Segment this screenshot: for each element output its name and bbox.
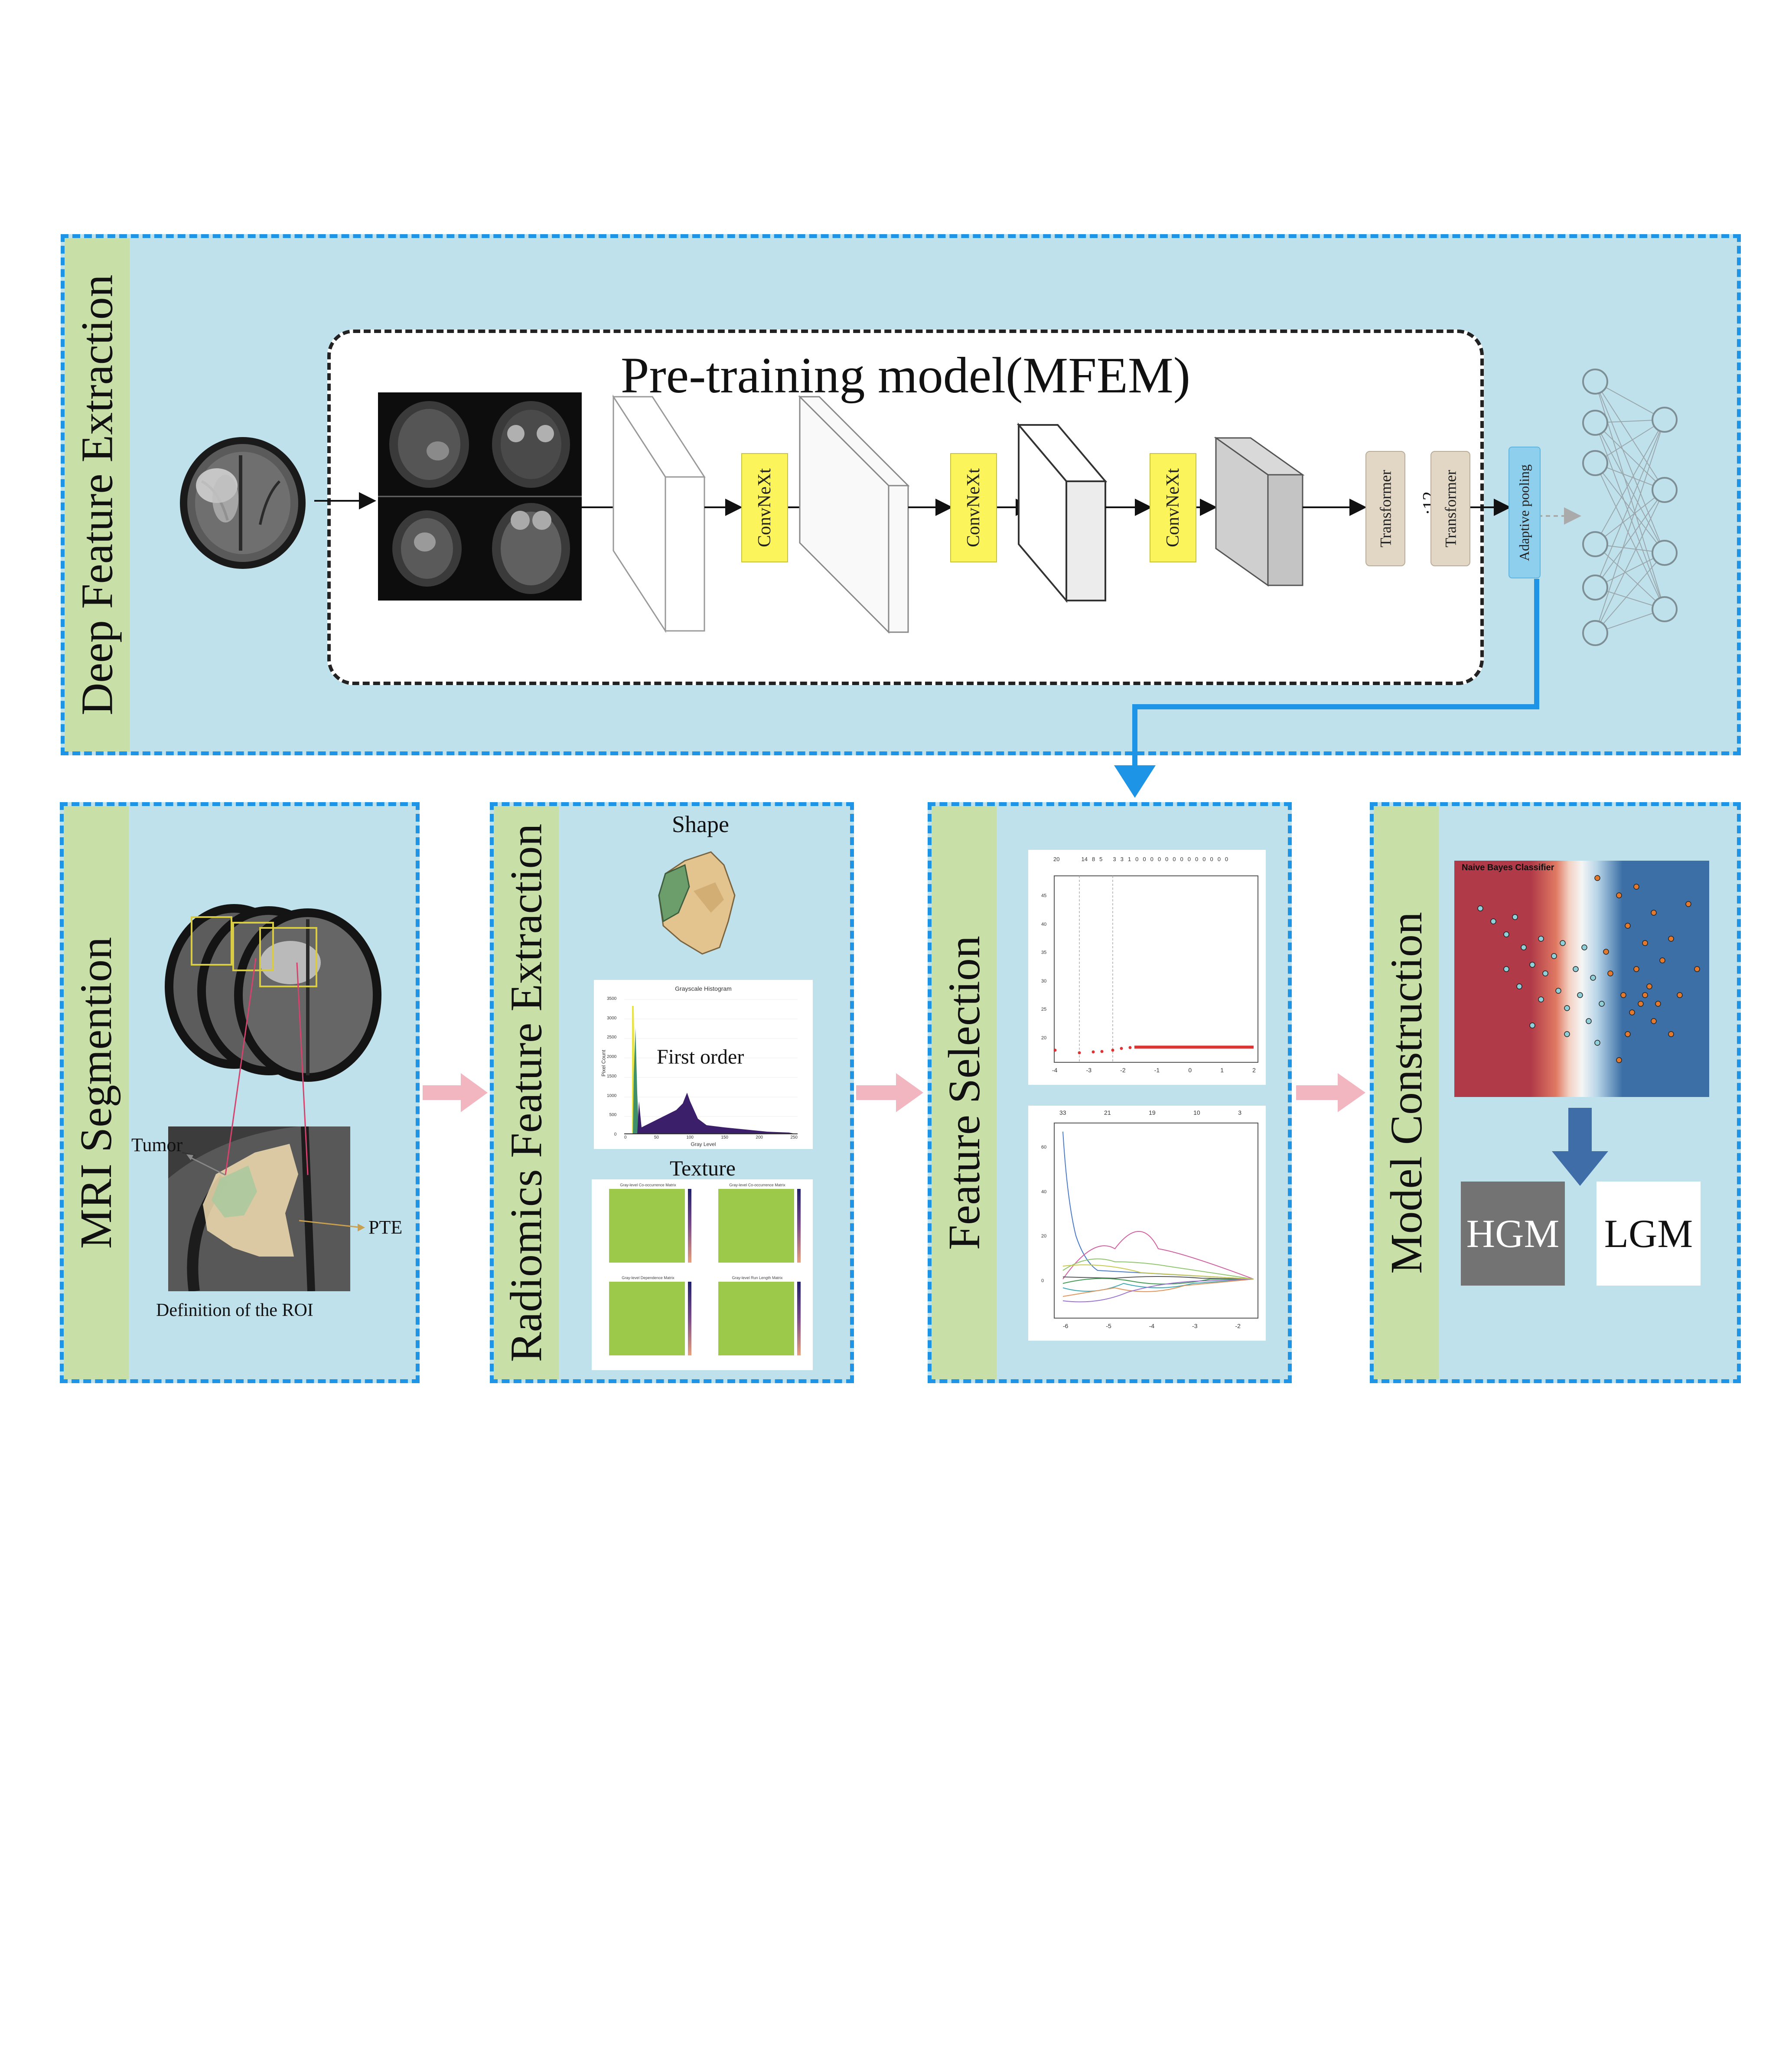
- feature-selection-sidebar: Feature Selection: [932, 806, 997, 1379]
- flow-arrow-2: [856, 1073, 923, 1112]
- shape-label: Shape: [672, 811, 729, 837]
- neural-network-icon: [1582, 369, 1678, 646]
- shape-3d-rendering: [658, 851, 736, 955]
- histogram-yticks: 3500 3000 2500 2000 1500 1000 500 0: [607, 996, 616, 1137]
- coefficient-paths: [1062, 1131, 1254, 1303]
- histogram-ytick: 3500: [607, 996, 617, 1001]
- deep-feature-sidebar: Deep Feature Extraction: [65, 238, 130, 751]
- flow-arrow-1: [423, 1073, 488, 1112]
- lgm-label: LGM: [1604, 1211, 1693, 1256]
- texture-matrix-title: Gray-level Co-occurrence Matrix: [729, 1183, 785, 1187]
- texture-label: Texture: [670, 1156, 736, 1180]
- naive-bayes-title: Naive Bayes Classifier: [1462, 863, 1554, 872]
- mri-segmentation-sidebar: MRI Segmention: [64, 806, 129, 1379]
- transformer-block-1: Transformer: [1365, 451, 1405, 566]
- texture-matrix-3: Gray-level Dependence Matrix: [596, 1276, 700, 1365]
- texture-matrix-2: Gray-level Co-occurrence Matrix: [705, 1183, 809, 1272]
- convnext-block-3: ConvNeXt: [1150, 453, 1196, 562]
- histogram-ytick: 2500: [607, 1035, 617, 1040]
- flow-arrow-3: [1296, 1073, 1365, 1112]
- down-arrow-to-classes: [1552, 1108, 1608, 1186]
- mfem-title: Pre-training model(MFEM): [620, 347, 1191, 404]
- convnext-block-2: ConvNeXt: [950, 453, 997, 562]
- histogram-ytick: 1500: [607, 1074, 617, 1079]
- histogram-ytick: 1000: [607, 1093, 617, 1098]
- texture-matrix-4: Gray-level Run Length Matrix: [705, 1276, 809, 1365]
- histogram-title: Grayscale Histogram: [675, 985, 732, 992]
- coef-path-xticks: -6-5 -4-3 -2: [1063, 1322, 1241, 1329]
- model-construction-title: Model Construction: [1381, 911, 1431, 1274]
- histogram-xtick: 200: [756, 1135, 763, 1140]
- brain-input-image: [180, 437, 306, 569]
- pte-label: PTE: [368, 1217, 403, 1238]
- convnext-label: ConvNeXt: [755, 468, 775, 547]
- tumor-label: Tumor: [131, 1134, 183, 1156]
- convnext-label: ConvNeXt: [964, 468, 984, 547]
- histogram-ytick: 0: [614, 1132, 617, 1137]
- radiomics-sidebar: Radiomics Feature Extraction: [494, 806, 559, 1379]
- texture-matrices: Gray-level Co-occurrence Matrix Gray-lev…: [592, 1179, 813, 1370]
- histogram-xtick: 0: [624, 1135, 627, 1140]
- roi-caption: Definition of the ROI: [156, 1300, 313, 1320]
- histogram-xtick: 250: [790, 1135, 798, 1140]
- convnext-block-1: ConvNeXt: [741, 453, 788, 562]
- feature-block-3: [1017, 422, 1108, 603]
- mri-segmentation-title: MRI Segmention: [71, 937, 121, 1249]
- naive-bayes-plot: [1454, 861, 1709, 1097]
- hgm-box: HGM: [1461, 1182, 1565, 1286]
- feature-block-2: [798, 395, 910, 634]
- histogram-ytick: 3000: [607, 1015, 617, 1021]
- pooling-to-selection-connector: [1132, 579, 1539, 776]
- hgm-label: HGM: [1466, 1211, 1560, 1256]
- first-order-label: First order: [657, 1045, 744, 1068]
- texture-matrix-title: Gray-level Co-occurrence Matrix: [620, 1183, 676, 1187]
- transformer-block-2: Transformer: [1430, 451, 1470, 566]
- transformer-label: Transformer: [1442, 470, 1459, 548]
- adaptive-pooling-block: Adaptive pooling: [1509, 447, 1541, 578]
- histogram-xlabel: Gray Level: [691, 1141, 716, 1147]
- mfem-diagram-shapes: [314, 369, 1678, 798]
- feature-block-4: [1214, 437, 1305, 587]
- cv-error-points: [1053, 1045, 1254, 1054]
- texture-matrix-title: Gray-level Dependence Matrix: [622, 1276, 674, 1280]
- histogram-ytick: 500: [609, 1113, 617, 1118]
- histogram-xtick: 150: [721, 1135, 728, 1140]
- transformer-label: Transformer: [1377, 470, 1394, 548]
- histogram-xtick: 100: [686, 1135, 694, 1140]
- adaptive-pooling-label: Adaptive pooling: [1516, 464, 1532, 561]
- histogram-xtick: 50: [654, 1135, 659, 1140]
- radiomics-title: Radiomics Feature Extraction: [501, 823, 551, 1362]
- lgm-box: LGM: [1597, 1182, 1701, 1286]
- histogram-xticks: 0 50 100 150 200 250: [624, 1135, 798, 1140]
- class-b-points: [1594, 875, 1700, 1063]
- feature-selection-title: Feature Selection: [939, 935, 989, 1250]
- pooling-connector-arrowhead: [1114, 765, 1156, 798]
- texture-matrix-title: Gray-level Run Length Matrix: [732, 1276, 783, 1280]
- mri-stacked-brains: [165, 904, 381, 1082]
- histogram-bars: [632, 1006, 795, 1134]
- histogram-ylabel: Pixel Count: [600, 1050, 607, 1077]
- convnext-label: ConvNeXt: [1163, 468, 1183, 547]
- feature-block-1: [612, 394, 706, 633]
- histogram-ytick: 2000: [607, 1054, 617, 1060]
- roi-zoom-image: [168, 1126, 350, 1291]
- mri-roi-lines: [182, 958, 365, 1231]
- histogram-chart: Grayscale Histogram Pixel Count Gray Lev…: [594, 980, 813, 1149]
- class-a-points: [1477, 905, 1605, 1046]
- model-construction-sidebar: Model Construction: [1374, 806, 1439, 1379]
- texture-matrix-1: Gray-level Co-occurrence Matrix: [596, 1183, 700, 1272]
- mri-slice-grid: [378, 392, 582, 601]
